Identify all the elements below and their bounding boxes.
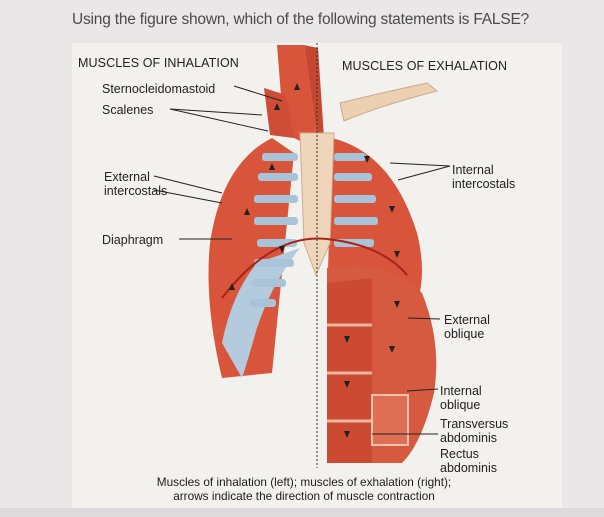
rectus-abdominis-label: Rectus abdominis	[440, 447, 497, 475]
respiratory-muscles-figure: MUSCLES OF INHALATION MUSCLES OF EXHALAT…	[72, 43, 562, 508]
question-text: Using the figure shown, which of the fol…	[72, 11, 530, 28]
internal-intercostals-label: Internal intercostals	[452, 163, 516, 191]
diaphragm-label: Diaphragm	[102, 233, 164, 247]
exhalation-header: MUSCLES OF EXHALATION	[342, 59, 508, 73]
rectus-abdominis-muscle	[327, 278, 372, 463]
leader-lines	[153, 85, 451, 435]
bottom-strip	[0, 508, 604, 517]
inhalation-header: MUSCLES OF INHALATION	[78, 56, 239, 70]
internal-oblique-label: Internal oblique	[440, 384, 482, 412]
clavicle-bone	[339, 82, 439, 122]
transversus-abdominis-label: Transversus abdominis	[440, 417, 509, 445]
figure-caption: Muscles of inhalation (left); muscles of…	[156, 475, 452, 503]
external-intercostals-label: External intercostals	[104, 170, 168, 198]
rectus-tendon-lines	[327, 323, 372, 423]
transversus-abdominis-muscle	[371, 394, 409, 446]
external-oblique-label: External oblique	[444, 313, 490, 341]
anatomy-illustration	[153, 43, 451, 468]
costal-cartilage	[222, 248, 300, 378]
diaphragm-line	[221, 237, 408, 299]
contraction-arrows	[229, 83, 400, 438]
rib-cartilage-left	[250, 153, 298, 307]
scalenes-muscle	[264, 88, 294, 138]
sternocleidomastoid-muscle	[304, 45, 324, 138]
scalenes-label: Scalenes	[102, 103, 154, 117]
sternocleidomastoid-label: Sternocleidomastoid	[102, 82, 216, 96]
